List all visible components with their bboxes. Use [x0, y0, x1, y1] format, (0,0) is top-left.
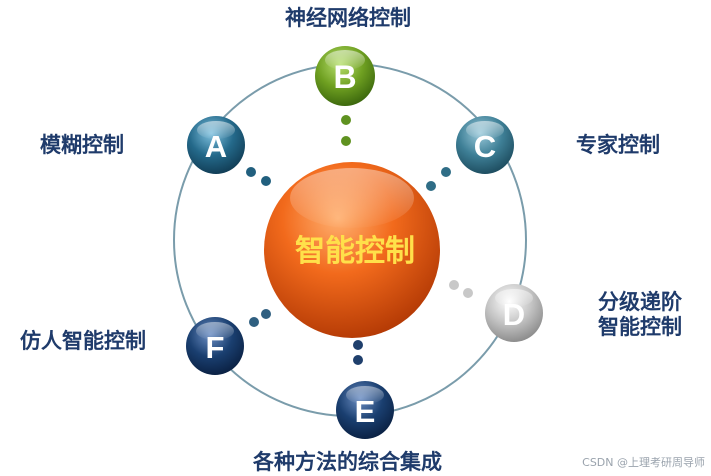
- label-hierarchical-intelligent-control: 分级递阶 智能控制: [598, 290, 682, 340]
- label-d-line1: 分级递阶: [598, 290, 682, 314]
- center-label: 智能控制: [295, 234, 415, 269]
- label-expert-control: 专家控制: [576, 133, 660, 157]
- node-f-letter: F: [206, 330, 225, 365]
- node-e-letter: E: [355, 394, 376, 429]
- node-a-letter: A: [205, 129, 227, 164]
- label-integrated-methods: 各种方法的综合集成: [253, 450, 442, 474]
- node-d: D: [485, 284, 543, 342]
- center-node: 智能控制: [264, 162, 440, 338]
- watermark: CSDN @上理考研周导师: [582, 456, 705, 469]
- node-a: A: [187, 116, 245, 174]
- connector-dots-d: [449, 280, 473, 298]
- node-c: C: [456, 116, 514, 174]
- node-f: F: [186, 317, 244, 375]
- connector-dots-f: [249, 309, 271, 327]
- label-d-line2: 智能控制: [598, 315, 682, 340]
- label-fuzzy-control: 模糊控制: [40, 133, 124, 157]
- node-e: E: [336, 381, 394, 439]
- connector-dots-e: [353, 340, 363, 365]
- node-b: B: [315, 46, 375, 106]
- label-human-like-intelligent-control: 仿人智能控制: [20, 329, 146, 353]
- node-c-letter: C: [474, 129, 496, 164]
- label-neural-network-control: 神经网络控制: [285, 6, 411, 30]
- connector-dots-b: [341, 115, 351, 146]
- connector-dots-c: [426, 167, 451, 191]
- node-b-letter: B: [333, 59, 356, 95]
- node-d-letter: D: [503, 297, 525, 332]
- connector-dots-a: [246, 167, 271, 186]
